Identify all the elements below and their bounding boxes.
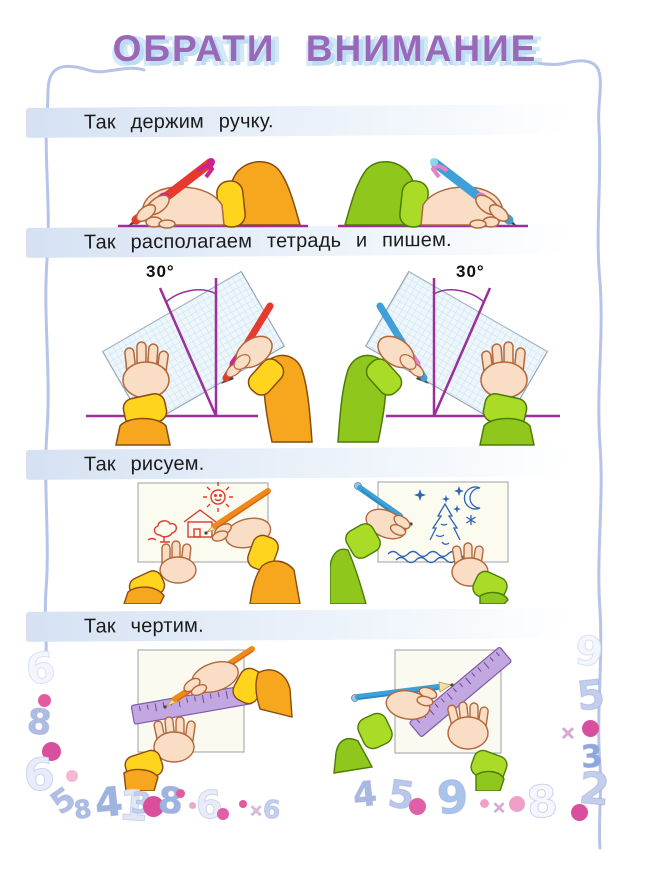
drawing-house-illustration	[100, 478, 330, 605]
decorative-dot	[409, 798, 426, 815]
decorative-dot	[480, 799, 489, 808]
angle-arc	[165, 289, 217, 303]
hold-pen-left-hand-illustration	[330, 143, 535, 231]
decorative-dot	[143, 796, 164, 817]
decorative-dot	[189, 802, 196, 809]
green-cuff-right	[472, 570, 509, 605]
fingers	[469, 194, 510, 229]
decorative-number: ×	[248, 801, 264, 821]
section-strip-rule: Так чертим.	[25, 608, 585, 642]
green-sleeve	[344, 161, 429, 228]
decorative-number: ×	[491, 798, 507, 818]
section-heading: Так располагаем тетрадь и пишем.	[83, 228, 452, 254]
decorative-dot	[571, 804, 588, 821]
section-strip-hold-pen: Так держим ручку.	[25, 104, 585, 138]
page-title: ОБРАТИ ВНИМАНИЕ	[112, 28, 538, 69]
decorative-number: 4	[350, 773, 379, 817]
yellow-cuff	[115, 393, 171, 446]
decorative-dot	[239, 800, 247, 808]
orange-pencil	[204, 488, 271, 535]
decorative-dot	[509, 796, 525, 812]
pencil-hand	[183, 661, 239, 696]
holding-hand	[159, 540, 197, 584]
decorative-number: 9	[572, 627, 606, 677]
pressing-hand	[153, 716, 196, 763]
section-strip-draw: Так рисуем.	[25, 446, 585, 480]
green-cuff	[329, 523, 381, 605]
decorative-number: 9	[435, 769, 471, 826]
pressing-hand	[447, 701, 489, 750]
decorative-dot	[66, 770, 78, 782]
decorative-dot	[38, 694, 51, 707]
notebook-position-left-illustration	[58, 258, 320, 446]
holding-hand	[480, 341, 528, 399]
decorative-dot	[582, 720, 599, 737]
drawing-hand	[365, 508, 411, 540]
angle-arc	[433, 289, 485, 303]
hold-pen-right-hand-illustration	[110, 143, 315, 231]
drawing-tree-illustration	[329, 478, 560, 605]
section-heading: Так рисуем.	[83, 452, 205, 476]
decorative-number: 5	[574, 671, 608, 721]
green-cuff-right	[470, 749, 508, 792]
green-cuff	[333, 712, 393, 774]
angle-label: 30°	[456, 262, 485, 281]
decorative-number: 6	[22, 642, 59, 696]
writing-hand-blue-pen	[337, 302, 429, 443]
tilt-guide	[158, 287, 218, 417]
section-heading: Так держим ручку.	[83, 109, 274, 134]
green-cuff	[479, 393, 535, 446]
yellow-cuff-left	[123, 749, 164, 792]
decorative-number: 8	[524, 775, 561, 830]
decorative-number: 6	[262, 794, 282, 825]
section-heading: Так чертим.	[83, 614, 204, 638]
writing-hand-red-pen	[221, 302, 313, 443]
notebook-position-right-illustration	[330, 258, 592, 446]
fingers	[135, 194, 176, 229]
tilt-guide	[432, 287, 492, 417]
decorative-dot	[217, 808, 229, 820]
decorative-dot	[42, 742, 61, 761]
angle-label: 30°	[146, 262, 175, 281]
decorative-number: 8	[72, 793, 94, 826]
ruler-left-hand-illustration	[330, 645, 560, 792]
decorative-dot	[176, 789, 185, 798]
holding-hand	[451, 542, 489, 587]
yellow-sleeve	[216, 161, 301, 228]
yellow-cuff	[247, 534, 301, 605]
pencil-hand	[385, 686, 438, 721]
decorative-number: 8	[25, 701, 54, 745]
yellow-cuff	[232, 667, 293, 718]
ruler-right-hand-illustration	[100, 645, 330, 792]
decorative-number: ×	[560, 722, 577, 744]
yellow-cuff-left	[123, 570, 166, 605]
